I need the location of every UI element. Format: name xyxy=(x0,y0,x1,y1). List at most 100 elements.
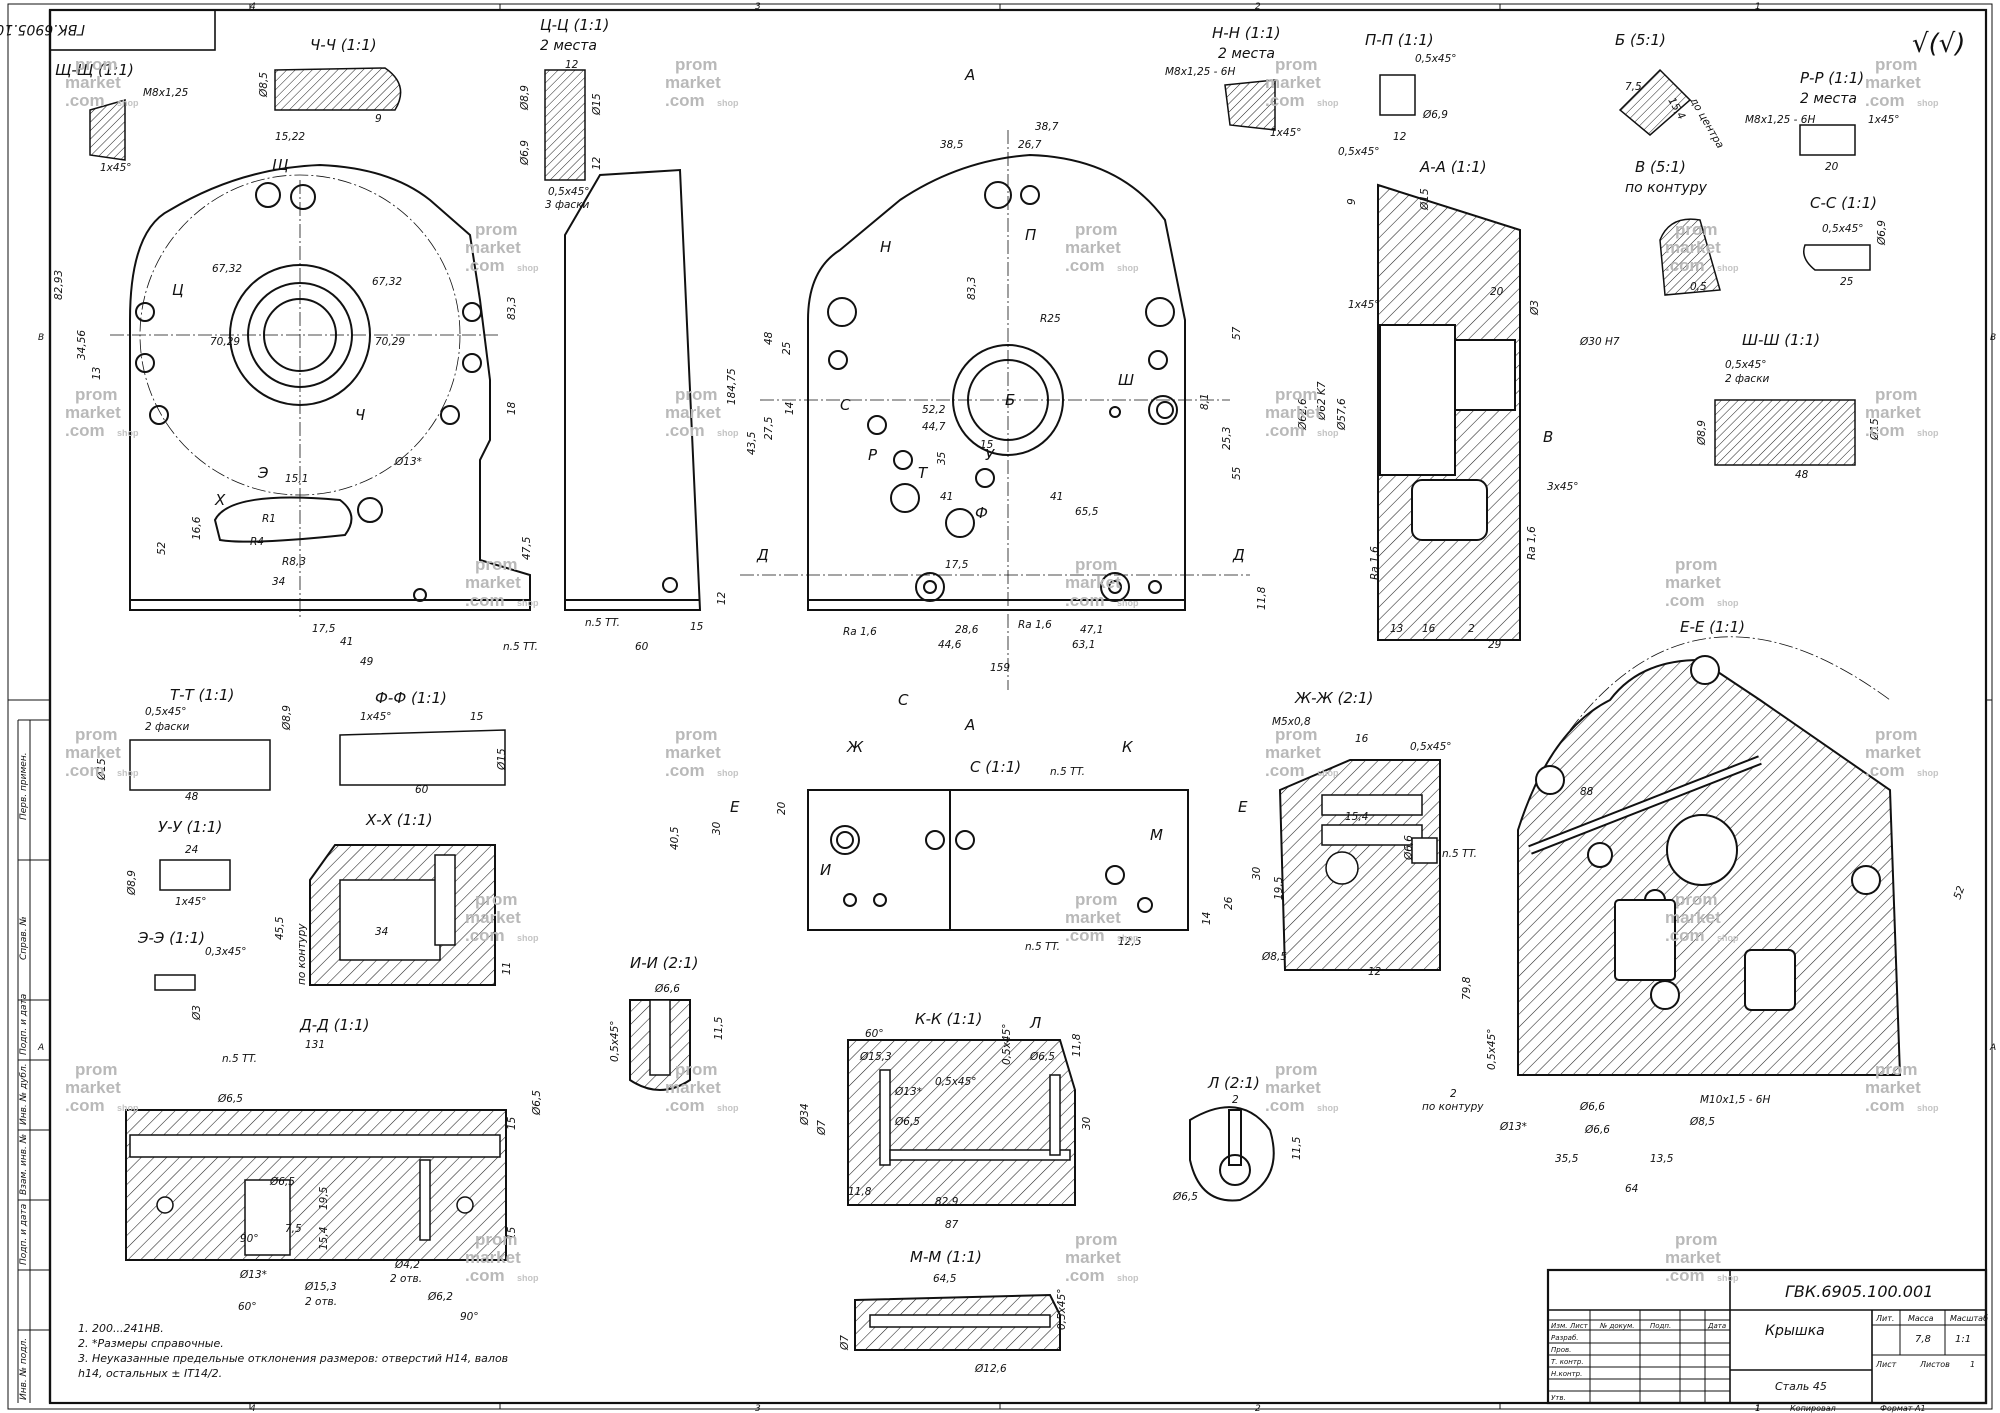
watermark-text: .com xyxy=(1865,761,1905,780)
watermark-shop: shop xyxy=(1117,933,1139,943)
watermark-text: prom xyxy=(675,1060,718,1079)
zone-number-4-bottom: 1 xyxy=(1755,1404,1761,1413)
dim-15-dd: 15 xyxy=(506,1116,518,1130)
cut-letter-r: Р xyxy=(868,446,878,464)
dim-15-side: 15 xyxy=(690,621,704,633)
title-role-tkontr: Т. контр. xyxy=(1551,1358,1584,1366)
watermark-shop: shop xyxy=(517,933,539,943)
dim-d65-l: Ø6,5 xyxy=(1172,1191,1198,1203)
dim-1x45-ff: 1x45° xyxy=(360,711,392,723)
dim-n5tt-left: n.5 TT. xyxy=(503,641,538,653)
dim-12-zhzh: 12 xyxy=(1368,966,1382,978)
watermark-text: prom xyxy=(1075,220,1118,239)
dim-ra16-b: Ra 1,6 xyxy=(1018,619,1052,631)
section-ff xyxy=(339,729,506,786)
title-name: Крышка xyxy=(1765,1323,1825,1339)
dim-d62k7: Ø62 K7 xyxy=(1316,381,1328,421)
watermark-text: market xyxy=(665,403,721,422)
title-sheet: Лист xyxy=(1875,1360,1897,1369)
dim-75-b: 7,5 xyxy=(1625,81,1642,93)
dim-d89-tt: Ø8,9 xyxy=(281,705,293,731)
title-row-doc: № докум. xyxy=(1599,1322,1635,1330)
dim-d12-ts: 12 xyxy=(591,156,603,170)
dim-29-aa: 29 xyxy=(1488,639,1502,651)
dim-645-mm: 64,5 xyxy=(933,1273,957,1285)
cut-letter-i: И xyxy=(820,861,831,879)
dim-2chamfers-tt: 2 фаски xyxy=(145,721,190,733)
dim-05-mm: 0,5x45° xyxy=(1056,1288,1068,1330)
dim-52-eE: 52 xyxy=(1952,884,1968,901)
watermark-shop: shop xyxy=(1717,933,1739,943)
dim-03-ee: 0,3x45° xyxy=(205,946,247,958)
watermark-text: .com xyxy=(465,1266,505,1285)
watermark-text: .com xyxy=(1265,421,1305,440)
section-ss xyxy=(1803,244,1871,271)
watermark-text: prom xyxy=(1275,725,1318,744)
section-dd xyxy=(125,1109,507,1261)
watermark-text: prom xyxy=(75,725,118,744)
dim-155-zhzh: 15,4 xyxy=(1345,811,1368,823)
strip-podp-data-2: Подп. и дата xyxy=(19,1204,29,1265)
watermark-text: prom xyxy=(475,890,518,909)
watermark-text: market xyxy=(465,1248,521,1267)
watermark-text: market xyxy=(465,908,521,927)
dim-d15-aa: Ø15 xyxy=(1419,188,1431,211)
dim-d7-mm: Ø7 xyxy=(839,1335,851,1351)
section-nn xyxy=(1224,79,1276,131)
watermark-text: .com xyxy=(65,421,105,440)
dim-05-aa: 0,5x45° xyxy=(1338,146,1380,158)
watermark-text: market xyxy=(665,743,721,762)
dim-ch05-shsh: 0,5x45° xyxy=(1725,359,1767,371)
dim-125-c: 12,5 xyxy=(1118,936,1142,948)
zone-letter-a-right: А xyxy=(1989,1043,1996,1053)
watermark-text: market xyxy=(1065,1248,1121,1267)
dim-26-c: 26 xyxy=(1223,896,1235,910)
watermark-shop: shop xyxy=(117,1103,139,1113)
dim-118-kk: 11,8 xyxy=(848,1186,872,1198)
dim-522: 52,2 xyxy=(922,404,946,416)
watermark-text: market xyxy=(665,1078,721,1097)
dim-2-chamfers-shsh: 2 фаски xyxy=(1725,373,1770,385)
view-c xyxy=(807,789,1189,931)
dim-135-eE: 13,5 xyxy=(1650,1153,1674,1165)
cut-letter-d-left: Д xyxy=(756,546,769,564)
note-3: 3. Неуказанные предельные отклонения раз… xyxy=(78,1352,508,1365)
dim-131-dd: 131 xyxy=(305,1039,325,1051)
strip-sprav: Справ. № xyxy=(19,916,29,960)
title-row-izm: Изм. xyxy=(1551,1322,1567,1330)
dim-60-ff: 60 xyxy=(415,784,429,796)
watermark-text: prom xyxy=(1675,555,1718,574)
dim-41b: 41 xyxy=(940,491,953,503)
view-main-center-center-lines xyxy=(740,130,1250,690)
section-ch xyxy=(274,67,402,111)
view-label-ee: Э-Э (1:1) xyxy=(137,929,205,947)
dim-ra16-a: Ra 1,6 xyxy=(843,626,877,638)
dim-8293: 82,93 xyxy=(53,270,65,300)
dim-118: 11,8 xyxy=(1256,586,1268,610)
dim-829-kk: 82,9 xyxy=(935,1196,959,1208)
watermark-text: .com xyxy=(1265,761,1305,780)
cut-letter-m: М xyxy=(1150,826,1163,844)
view-label-ss: С-С (1:1) xyxy=(1810,194,1877,212)
dim-20-c: 20 xyxy=(776,801,788,815)
dim-15b: 15 xyxy=(980,439,994,451)
note-4: h14, остальных ± IT14/2. xyxy=(78,1367,222,1380)
watermark-text: .com xyxy=(1665,591,1705,610)
watermark-text: prom xyxy=(1075,555,1118,574)
dim-m8-rr: M8x1,25 - 6H xyxy=(1745,114,1815,126)
watermark-text: prom xyxy=(1275,55,1318,74)
dim-d3-aa: Ø3 xyxy=(1529,300,1541,316)
section-ts xyxy=(544,69,586,181)
dim-d85: Ø8,5 xyxy=(258,72,270,98)
watermark-text: .com xyxy=(1065,591,1105,610)
dim-1x45-nn: 1x45° xyxy=(1270,127,1302,139)
dim-05-eE: 0,5x45° xyxy=(1486,1028,1498,1070)
watermark-shop: shop xyxy=(1317,1103,1339,1113)
view-label-mm: М-М (1:1) xyxy=(910,1248,982,1266)
watermark-text: prom xyxy=(75,1060,118,1079)
dim-d15-tt: Ø15 xyxy=(96,758,108,781)
dim-d65b-dd: Ø6,5 xyxy=(531,1090,543,1116)
watermark-text: market xyxy=(1065,238,1121,257)
dim-115-l: 11,5 xyxy=(1291,1136,1303,1160)
